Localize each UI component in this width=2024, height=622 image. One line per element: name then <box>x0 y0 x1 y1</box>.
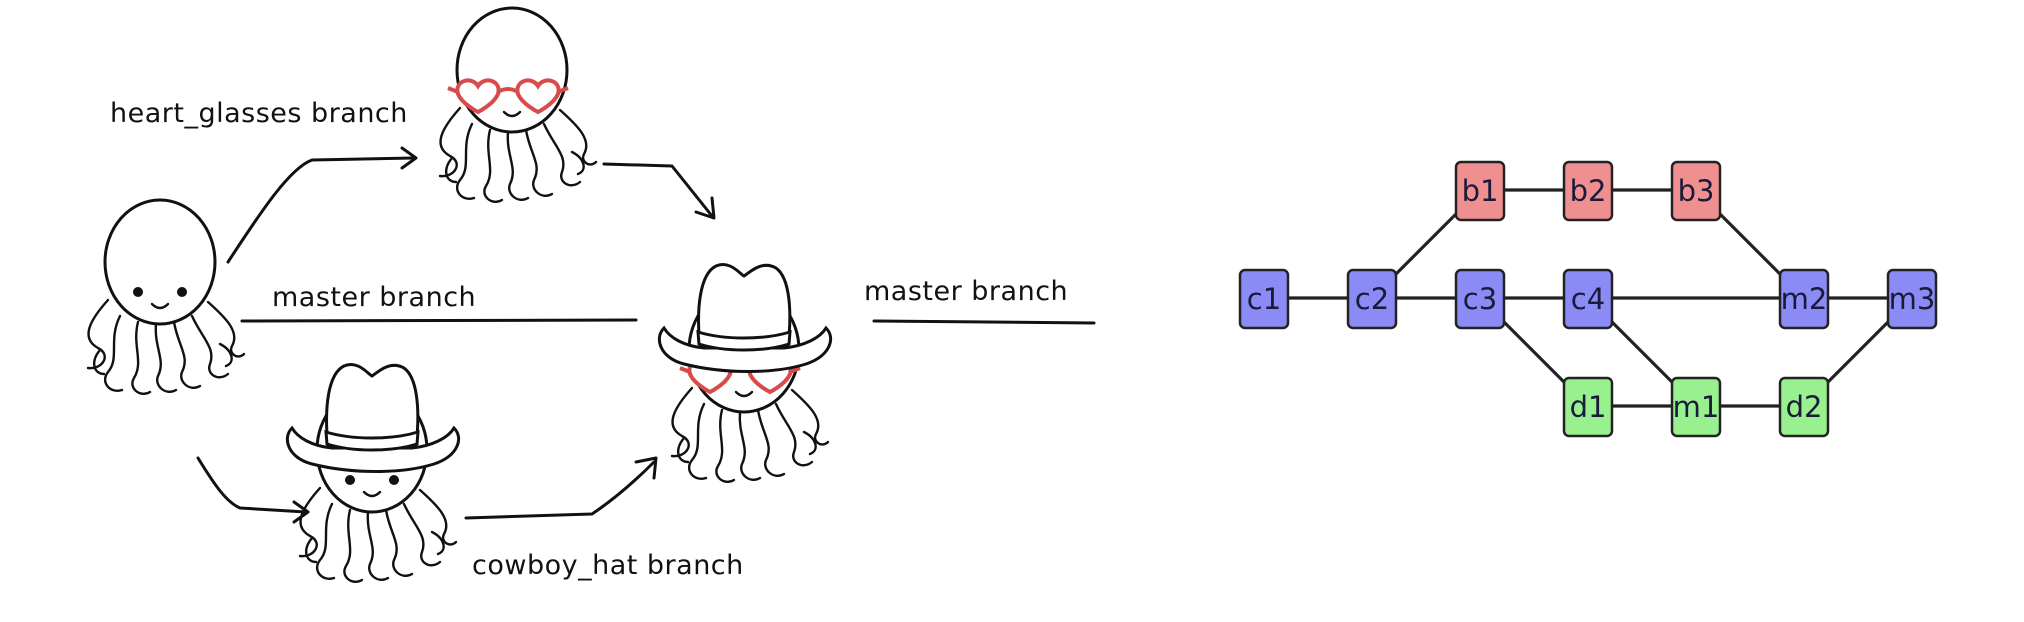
node-b3: b3 <box>1670 160 1722 222</box>
heart-glasses-branch-label: heart_glasses branch <box>110 98 408 129</box>
node-c4-box <box>1562 268 1614 330</box>
node-c1: c1 <box>1238 268 1290 330</box>
node-b1: b1 <box>1454 160 1506 222</box>
octopus-cowboy-hat <box>285 363 461 584</box>
commit-graph: c1 c2 c3 c4 m2 m3 <box>1238 160 1938 438</box>
node-d1-label: d1 <box>1570 390 1607 424</box>
node-d2: d2 <box>1778 376 1830 438</box>
node-d1: d1 <box>1562 376 1614 438</box>
master-branch-line-right <box>872 319 1096 325</box>
node-b1-box <box>1454 160 1506 222</box>
octopus-diagram: heart_glasses branch master branch maste… <box>86 6 1096 584</box>
node-m2-label: m2 <box>1781 282 1828 316</box>
arrow-to-heart-glasses <box>226 146 418 264</box>
node-b3-box <box>1670 160 1722 222</box>
node-b1-label: b1 <box>1462 174 1499 208</box>
node-m1-box <box>1670 376 1722 438</box>
master-branch-label-right: master branch <box>864 276 1068 307</box>
node-m3: m3 <box>1886 268 1938 330</box>
arrow-to-cowboy-hat <box>196 456 310 524</box>
node-m1-label: m1 <box>1673 390 1720 424</box>
arrow-heart-glasses-to-merge <box>602 162 716 220</box>
master-branch-line-left <box>240 318 638 323</box>
node-d1-box <box>1562 376 1614 438</box>
node-d2-label: d2 <box>1786 390 1823 424</box>
node-b2-box <box>1562 160 1614 222</box>
node-c3: c3 <box>1454 268 1506 330</box>
node-c2-label: c2 <box>1355 282 1389 316</box>
node-b3-label: b3 <box>1678 174 1715 208</box>
cowboy-hat-branch-label: cowboy_hat branch <box>472 550 744 581</box>
octopus-hat-and-glasses <box>657 263 833 484</box>
node-c1-label: c1 <box>1247 282 1281 316</box>
node-m1: m1 <box>1670 376 1722 438</box>
node-m2: m2 <box>1778 268 1830 330</box>
node-m3-box <box>1886 268 1938 330</box>
node-b2-label: b2 <box>1570 174 1607 208</box>
node-b2: b2 <box>1562 160 1614 222</box>
octopus-plain <box>86 198 246 396</box>
node-c2-box <box>1346 268 1398 330</box>
node-m2-box <box>1778 268 1830 330</box>
octopus-heart-glasses <box>438 6 598 204</box>
arrow-cowboy-hat-to-merge <box>464 456 658 520</box>
node-c3-box <box>1454 268 1506 330</box>
node-c1-box <box>1238 268 1290 330</box>
node-c4-label: c4 <box>1571 282 1605 316</box>
master-branch-label-left: master branch <box>272 282 476 313</box>
node-c4: c4 <box>1562 268 1614 330</box>
graph-nodes: c1 c2 c3 c4 m2 m3 <box>1238 160 1938 438</box>
node-m3-label: m3 <box>1889 282 1936 316</box>
node-d2-box <box>1778 376 1830 438</box>
node-c2: c2 <box>1346 268 1398 330</box>
node-c3-label: c3 <box>1463 282 1497 316</box>
